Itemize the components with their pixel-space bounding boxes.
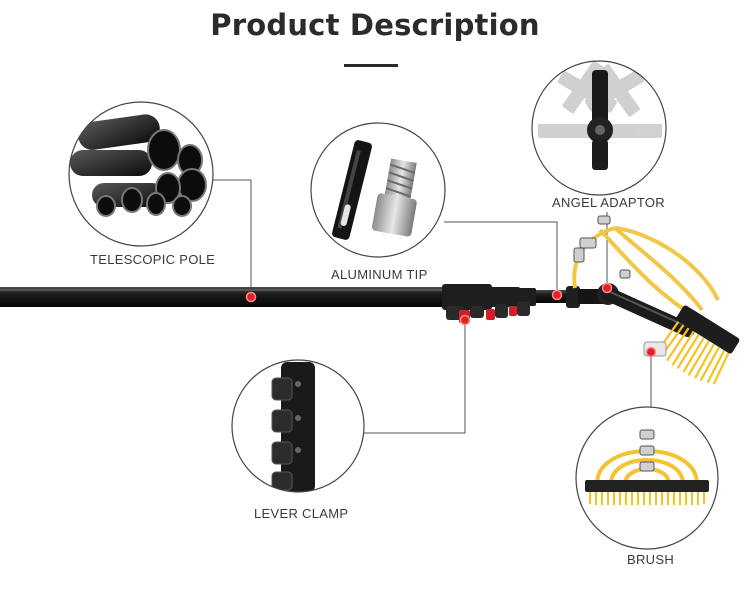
page-title: Product Description <box>210 8 540 42</box>
leader-telescopic-pole <box>212 179 252 297</box>
leader-lever-clamp <box>364 322 466 434</box>
title-underline <box>344 64 398 67</box>
detail-angel-adaptor <box>531 60 667 196</box>
detail-lever-clamp <box>231 359 365 493</box>
red-markers <box>245 282 657 358</box>
main-pole <box>0 215 740 385</box>
detail-telescopic-pole <box>68 101 214 247</box>
marker-telescopic-pole <box>245 291 257 303</box>
brush-head <box>656 305 740 385</box>
label-brush: BRUSH <box>627 552 675 567</box>
marker-brush <box>645 346 657 358</box>
marker-aluminum-tip <box>551 289 563 301</box>
leader-lines <box>212 179 652 434</box>
marker-angel-adaptor <box>601 282 613 294</box>
detail-aluminum-tip <box>310 122 446 258</box>
hose-fittings <box>573 215 631 279</box>
label-telescopic-pole: TELESCOPIC POLE <box>90 252 216 267</box>
label-aluminum-tip: ALUMINUM TIP <box>331 267 428 282</box>
detail-brush <box>575 406 719 550</box>
marker-lever-clamp <box>459 314 471 326</box>
clamp-levers <box>446 302 530 320</box>
label-lever-clamp: LEVER CLAMP <box>254 506 349 521</box>
label-angel-adaptor: ANGEL ADAPTOR <box>552 195 665 210</box>
lever-clamp-collars <box>442 284 536 310</box>
leader-aluminum-tip <box>444 221 558 294</box>
